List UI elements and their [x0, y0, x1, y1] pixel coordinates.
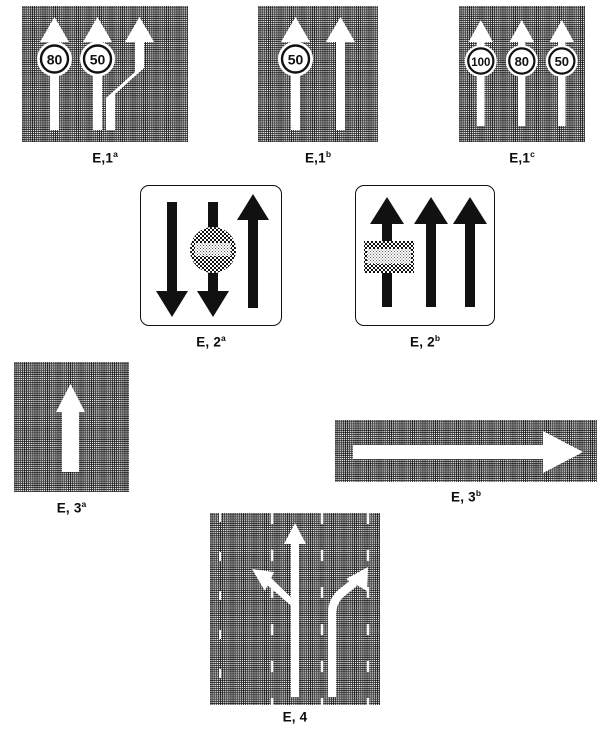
- speed-roundel-80-value: 80: [47, 52, 63, 68]
- lane-arrow-right: [453, 197, 487, 307]
- panel-E2b-artwork: [364, 197, 487, 307]
- speed-roundel-80: 80: [37, 41, 72, 77]
- caption-E2b-main: E, 2: [409, 334, 435, 350]
- caption-E2a-main: E, 2: [196, 334, 222, 350]
- caption-E3a: E, 3a: [14, 500, 129, 515]
- panel-E1a: 80 50: [22, 6, 188, 142]
- panel-E3a-artwork: [56, 384, 85, 472]
- caption-E1c-sup: c: [530, 149, 535, 159]
- caption-E1a-sup: a: [113, 149, 118, 159]
- lane-arrow-right-turn: [328, 567, 368, 697]
- panel-E1b: 50: [258, 6, 378, 142]
- rectangular-badge-illegible: [364, 241, 414, 273]
- caption-E3b-main: E, 3: [450, 489, 476, 505]
- lane-arrow-right: [549, 20, 574, 126]
- lane-arrow-single: [56, 384, 85, 472]
- lane-division-dashes: [219, 513, 370, 705]
- lane-arrow-middle: [83, 17, 112, 130]
- lane-arrow-left: [468, 20, 493, 126]
- lane-arrow-left: [156, 202, 188, 317]
- lane-arrow-middle: [414, 197, 448, 307]
- panel-E1c: 100 80 50: [459, 6, 585, 142]
- caption-E2b-sup: b: [434, 333, 441, 343]
- panel-E1a-artwork: 80 50: [37, 17, 154, 130]
- caption-E3a-main: E, 3: [56, 500, 82, 516]
- speed-roundel-50: 50: [278, 41, 313, 77]
- speed-roundel-80: 80: [505, 45, 538, 77]
- lane-arrow-left: [281, 17, 310, 130]
- caption-E1b: E,1b: [258, 150, 378, 165]
- caption-E1a: E,1a: [22, 150, 188, 165]
- panel-E2a: [140, 185, 282, 326]
- speed-roundel-100: 100: [464, 45, 497, 77]
- panel-E4-artwork: [219, 513, 370, 705]
- caption-E3b: E, 3b: [335, 489, 597, 504]
- panel-E3a: [14, 362, 129, 492]
- lane-arrow-middle: [509, 20, 534, 126]
- speed-roundel-80-value: 80: [515, 54, 529, 69]
- caption-E1b-main: E,1: [304, 150, 326, 166]
- lane-arrow-right: [237, 194, 269, 308]
- lane-arrow-right-merge: [97, 17, 154, 130]
- panel-E3b-artwork: [353, 431, 583, 473]
- caption-E2a-sup: a: [221, 333, 226, 343]
- plate-E1b-halftone: [258, 6, 378, 142]
- caption-E4-main: E, 4: [282, 709, 308, 725]
- caption-E2a: E, 2a: [140, 334, 282, 349]
- caption-E1c-main: E,1: [509, 150, 531, 166]
- lane-arrow-single: [353, 431, 583, 473]
- speed-roundel-50-value: 50: [555, 54, 569, 69]
- speed-roundel-100-value: 100: [471, 57, 490, 69]
- caption-E3a-sup: a: [81, 499, 87, 509]
- roundel-badge-illegible: [190, 227, 236, 273]
- lane-arrow-right: [326, 17, 355, 130]
- panel-E1c-artwork: 100 80 50: [464, 20, 578, 126]
- caption-E1b-sup: b: [325, 149, 332, 159]
- speed-roundel-50-value: 50: [90, 52, 106, 68]
- panel-E2b: [355, 185, 495, 326]
- caption-E1a-main: E,1: [92, 150, 114, 166]
- lane-arrow-through-and-left: [252, 523, 306, 697]
- speed-roundel-50-value: 50: [288, 52, 304, 68]
- panel-E2a-artwork: [156, 194, 269, 317]
- panel-E4: [210, 513, 380, 705]
- panel-E1b-artwork: 50: [278, 17, 355, 130]
- caption-E1c: E,1c: [459, 150, 585, 165]
- caption-E3b-sup: b: [475, 488, 482, 498]
- panel-E3b: [335, 420, 597, 482]
- speed-roundel-50: 50: [80, 41, 115, 77]
- lane-arrow-left: [40, 17, 69, 130]
- caption-E2b: E, 2b: [355, 334, 495, 349]
- caption-E4: E, 4: [210, 709, 380, 724]
- speed-roundel-50: 50: [545, 45, 578, 77]
